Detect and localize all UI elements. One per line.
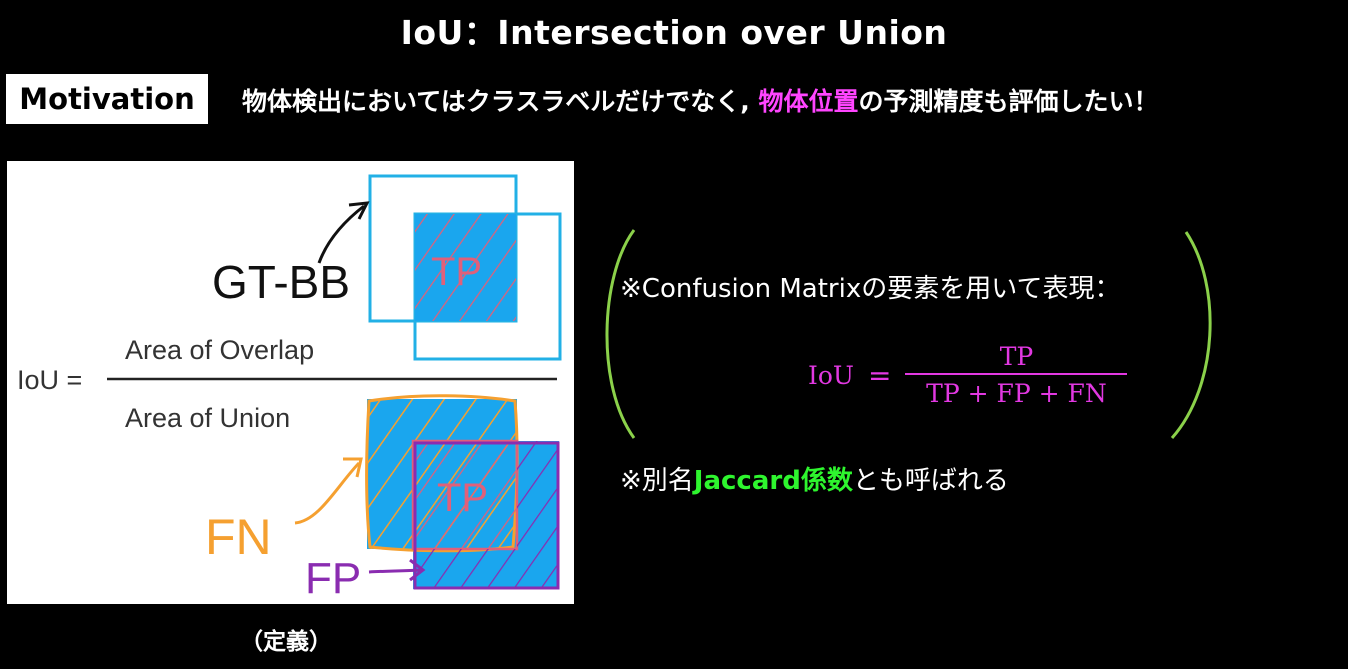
fn-arrowhead	[343, 457, 363, 478]
iou-label: IoU =	[17, 365, 82, 395]
right-parenthesis	[1170, 231, 1212, 439]
formula-fraction-bar	[905, 373, 1128, 375]
tp-label-top: TP	[431, 250, 482, 294]
alias-note: ※別名Jaccard係数とも呼ばれる	[620, 460, 1009, 497]
confusion-matrix-note: ※Confusion Matrixの要素を用いて表現：	[620, 274, 1121, 304]
fn-arrow	[294, 461, 361, 525]
gt-bb-label: GT-BB	[212, 256, 350, 308]
page-title: IoU：Intersection over Union	[400, 13, 948, 52]
alias-highlight: Jaccard係数	[693, 466, 853, 496]
alias-prefix: ※別名	[620, 466, 694, 496]
definition-caption: （定義）	[240, 629, 332, 655]
motivation-text: 物体検出においてはクラスラベルだけでなく, 物体位置の予測精度も評価したい！	[242, 82, 1158, 118]
denominator-label: Area of Union	[125, 403, 290, 433]
fp-outline	[413, 441, 560, 590]
numerator-label: Area of Overlap	[125, 335, 314, 365]
overlap-hatch-top	[415, 214, 516, 321]
formula-equals: =	[868, 358, 892, 392]
fp-label: FP	[305, 554, 361, 603]
motivation-text-before: 物体検出においてはクラスラベルだけでなく,	[242, 87, 759, 116]
motivation-highlight: 物体位置	[758, 87, 859, 116]
gt-arrowhead	[348, 201, 370, 220]
parentheses-svg	[605, 229, 1212, 439]
motivation-text-after: の予測精度も評価したい！	[858, 87, 1159, 116]
fp-arrowhead	[409, 558, 426, 582]
fn-label: FN	[205, 509, 272, 565]
fp-hatch-bottom	[413, 549, 517, 589]
tp-label-bottom: TP	[437, 476, 488, 520]
fp-hatch-right	[517, 441, 559, 589]
left-parenthesis	[605, 229, 636, 439]
iou-definition-diagram: TP GT-BB IoU = Area of Overlap Area of U…	[7, 161, 574, 604]
alias-suffix: とも呼ばれる	[852, 466, 1009, 496]
gt-arrow	[317, 204, 365, 264]
formula-denominator: TP + FP + FN	[926, 379, 1107, 408]
fp-arrow	[368, 568, 422, 574]
motivation-label: Motivation	[6, 74, 208, 124]
formula-fraction: TP TP + FP + FN	[905, 342, 1128, 408]
iou-diagram-svg: TP GT-BB IoU = Area of Overlap Area of U…	[17, 174, 562, 603]
formula-numerator: TP	[999, 342, 1034, 371]
formula-lhs: IoU	[808, 360, 854, 390]
iou-formula: IoU = TP TP + FP + FN	[808, 342, 1128, 408]
tp-hatch-bottom	[413, 441, 517, 549]
